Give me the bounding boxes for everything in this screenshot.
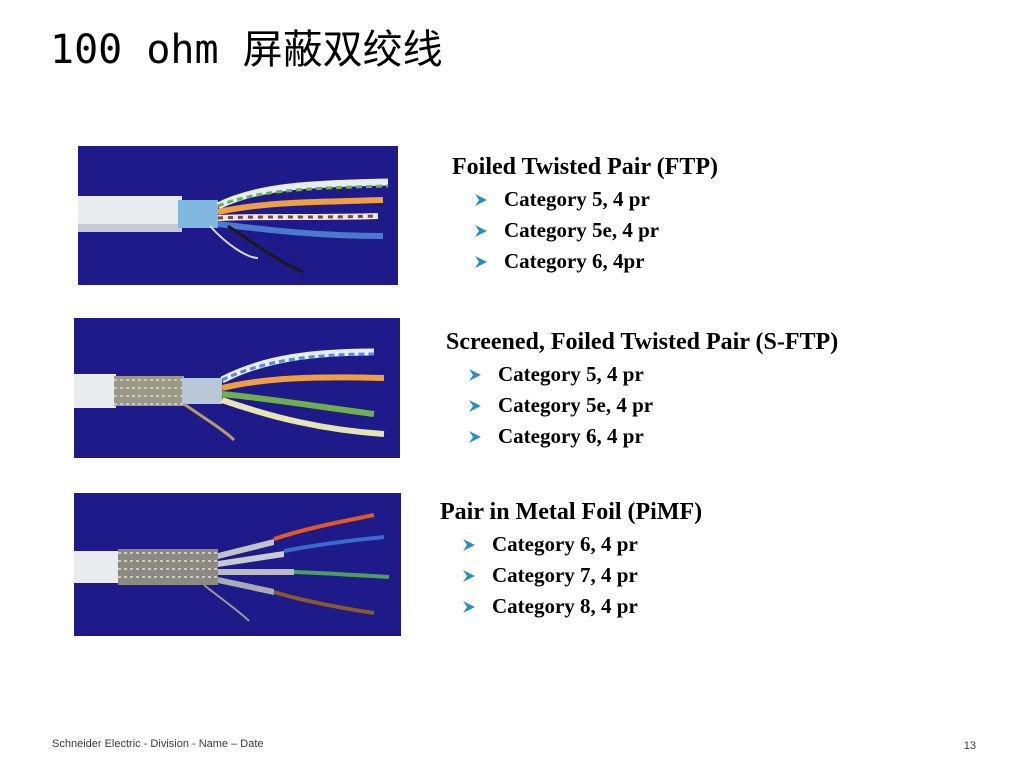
arrowhead-bullet-icon bbox=[469, 430, 481, 443]
list-item: Category 5, 4 pr bbox=[452, 184, 718, 215]
list-item: Category 5e, 4 pr bbox=[452, 215, 718, 246]
arrowhead-bullet-icon bbox=[463, 569, 475, 582]
slide-title: 100 ohm 屏蔽双绞线 bbox=[50, 27, 443, 73]
category-label: Category 6, 4 pr bbox=[492, 532, 638, 556]
pimf-heading: Pair in Metal Foil (PiMF) bbox=[440, 499, 703, 525]
s-ftp-cable-illustration bbox=[74, 318, 400, 458]
category-label: Category 7, 4 pr bbox=[492, 563, 638, 587]
list-item: Category 6, 4 pr bbox=[440, 529, 702, 560]
category-label: Category 5, 4 pr bbox=[498, 362, 644, 386]
list-item: Category 8, 4 pr bbox=[440, 591, 702, 622]
list-item: Category 6, 4pr bbox=[452, 246, 718, 277]
category-label: Category 5, 4 pr bbox=[504, 187, 650, 211]
s-ftp-section: Screened, Foiled Twisted Pair (S-FTP) Ca… bbox=[446, 327, 838, 452]
pimf-cable-illustration bbox=[74, 493, 401, 636]
list-item: Category 6, 4 pr bbox=[446, 421, 838, 452]
list-item: Category 7, 4 pr bbox=[440, 560, 702, 591]
arrowhead-bullet-icon bbox=[463, 538, 475, 551]
arrowhead-bullet-icon bbox=[469, 368, 481, 381]
ftp-cable-illustration bbox=[78, 146, 398, 285]
arrowhead-bullet-icon bbox=[475, 193, 487, 206]
category-label: Category 6, 4 pr bbox=[498, 424, 644, 448]
pimf-section: Pair in Metal Foil (PiMF) Category 6, 4 … bbox=[440, 497, 702, 622]
footer-text: Schneider Electric - Division - Name – D… bbox=[52, 738, 264, 750]
ftp-category-list: Category 5, 4 pr Category 5e, 4 pr Categ… bbox=[452, 184, 718, 277]
category-label: Category 5e, 4 pr bbox=[504, 218, 660, 242]
list-item: Category 5e, 4 pr bbox=[446, 390, 838, 421]
ftp-cable-photo bbox=[78, 146, 398, 285]
category-label: Category 5e, 4 pr bbox=[498, 393, 654, 417]
pimf-cable-photo bbox=[74, 493, 401, 636]
ftp-section: Foiled Twisted Pair (FTP) Category 5, 4 … bbox=[452, 152, 718, 277]
s-ftp-category-list: Category 5, 4 pr Category 5e, 4 pr Categ… bbox=[446, 359, 838, 452]
arrowhead-bullet-icon bbox=[463, 600, 475, 613]
arrowhead-bullet-icon bbox=[475, 224, 487, 237]
arrowhead-bullet-icon bbox=[475, 255, 487, 268]
s-ftp-heading: Screened, Foiled Twisted Pair (S-FTP) bbox=[446, 329, 839, 355]
pimf-category-list: Category 6, 4 pr Category 7, 4 pr Catego… bbox=[440, 529, 702, 622]
ftp-heading: Foiled Twisted Pair (FTP) bbox=[452, 154, 718, 180]
category-label: Category 6, 4pr bbox=[504, 249, 645, 273]
arrowhead-bullet-icon bbox=[469, 399, 481, 412]
s-ftp-cable-photo bbox=[74, 318, 400, 458]
category-label: Category 8, 4 pr bbox=[492, 594, 638, 618]
page-number: 13 bbox=[963, 740, 976, 752]
list-item: Category 5, 4 pr bbox=[446, 359, 838, 390]
